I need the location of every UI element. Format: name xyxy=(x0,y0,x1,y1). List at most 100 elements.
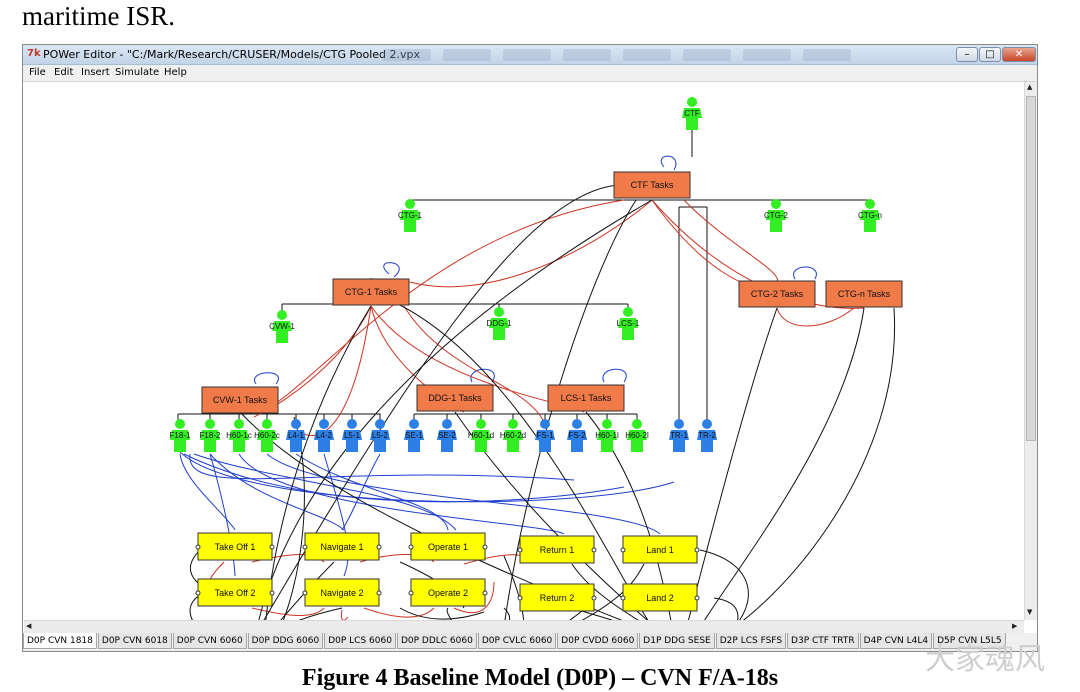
menu-file[interactable]: File xyxy=(29,67,46,78)
operator-h60-1d[interactable]: H60-1d xyxy=(468,419,494,452)
agent-ctg1[interactable]: CTG-1 xyxy=(398,199,423,232)
operator-f18-2[interactable]: F18-2 xyxy=(200,419,221,452)
taskbar-ghost xyxy=(383,49,431,61)
activity-operate-2[interactable]: Operate 2 xyxy=(408,578,488,607)
activity-return-2[interactable]: Return 2 xyxy=(517,583,597,612)
operator-l4-2[interactable]: L4-2 xyxy=(314,419,334,452)
task-box[interactable] xyxy=(201,386,279,414)
title-bar[interactable]: 7k POWer Editor - "C:/Mark/Research/CRUS… xyxy=(23,45,1037,65)
model-tab[interactable]: D5P CVN L5L5 xyxy=(933,633,1006,649)
node-label: CTG-1 Tasks xyxy=(345,287,398,297)
model-tab[interactable]: D0P CVN 6060 xyxy=(172,633,247,649)
activity-return-1[interactable]: Return 1 xyxy=(517,535,597,564)
minimize-button[interactable]: – xyxy=(956,47,978,62)
activity-navigate-1[interactable]: Navigate 1 xyxy=(302,532,382,561)
agent-ctg2[interactable]: CTG-2 xyxy=(764,199,789,232)
task-box[interactable] xyxy=(613,171,691,199)
task-box[interactable] xyxy=(738,280,816,308)
task-node-lcs1-tasks[interactable]: LCS-1 Tasks xyxy=(547,384,625,412)
agent-body xyxy=(618,318,638,340)
agent-head xyxy=(602,419,612,429)
horizontal-scrollbar[interactable]: ◀ ▶ xyxy=(24,620,1024,633)
operator-h60-2d[interactable]: H60-2d xyxy=(500,419,526,452)
task-node-ctgn-tasks[interactable]: CTG-n Tasks xyxy=(825,280,903,308)
activity-box[interactable] xyxy=(197,532,273,561)
task-box[interactable] xyxy=(416,384,494,412)
vertical-scrollbar[interactable]: ▲ ▼ xyxy=(1024,82,1037,620)
activity-take-off-1[interactable]: Take Off 1 xyxy=(195,532,275,561)
scroll-down-icon[interactable]: ▼ xyxy=(1027,608,1033,616)
scroll-right-icon[interactable]: ▶ xyxy=(1012,622,1018,630)
model-tab[interactable]: D4P CVN L4L4 xyxy=(859,633,933,649)
agent-cvw1[interactable]: CVW-1 xyxy=(269,310,295,343)
operator-f18-1[interactable]: F18-1 xyxy=(170,419,191,452)
operator-fs-2[interactable]: FS-2 xyxy=(567,419,587,452)
operator-h60-1c[interactable]: H60-1c xyxy=(226,419,252,452)
model-tab[interactable]: D0P CVN 6018 xyxy=(97,633,172,649)
menu-help[interactable]: Help xyxy=(164,67,187,78)
node-label: Take Off 1 xyxy=(215,542,256,552)
port xyxy=(517,595,523,601)
agent-ddg1[interactable]: DDG-1 xyxy=(487,307,512,340)
task-box[interactable] xyxy=(825,280,903,308)
node-label: CTG-1 xyxy=(398,211,423,220)
activity-box[interactable] xyxy=(622,583,698,612)
task-node-ctg1-tasks[interactable]: CTG-1 Tasks xyxy=(332,278,410,306)
menu-edit[interactable]: Edit xyxy=(54,67,74,78)
model-tab[interactable]: D0P CVDD 6060 xyxy=(557,633,639,649)
operator-l5-2[interactable]: L5-2 xyxy=(370,419,390,452)
model-tab[interactable]: D1P DDG SESE xyxy=(639,633,715,649)
vertical-scroll-thumb[interactable] xyxy=(1026,96,1036,441)
activity-take-off-2[interactable]: Take Off 2 xyxy=(195,578,275,607)
link-curve xyxy=(209,453,236,577)
operator-l4-1[interactable]: L4-1 xyxy=(286,419,306,452)
activity-box[interactable] xyxy=(410,532,486,561)
operator-fs-1[interactable]: FS-1 xyxy=(535,419,555,452)
task-node-ddg1-tasks[interactable]: DDG-1 Tasks xyxy=(416,384,494,412)
operator-h60-1l[interactable]: H60-1l xyxy=(595,419,619,452)
operator-tr-2[interactable]: TR-2 xyxy=(697,419,717,452)
close-button[interactable]: ✕ xyxy=(1002,47,1036,62)
operator-se-1[interactable]: SE-1 xyxy=(404,419,424,452)
menu-insert[interactable]: Insert xyxy=(81,67,110,78)
model-tab[interactable]: D0P DDLC 6060 xyxy=(396,633,477,649)
activity-box[interactable] xyxy=(304,578,380,607)
model-tab[interactable]: D0P CVLC 6060 xyxy=(477,633,557,649)
model-tab[interactable]: D0P LCS 6060 xyxy=(324,633,396,649)
model-tab[interactable]: D0P DDG 6060 xyxy=(247,633,324,649)
operator-l5-1[interactable]: L5-1 xyxy=(342,419,362,452)
operator-tr-1[interactable]: TR-1 xyxy=(669,419,689,452)
agent-ctf[interactable]: CTF xyxy=(682,97,702,130)
operator-se-2[interactable]: SE-2 xyxy=(437,419,457,452)
node-label: L5-1 xyxy=(344,431,361,440)
scroll-up-icon[interactable]: ▲ xyxy=(1027,83,1033,91)
agent-lcs1[interactable]: LCS-1 xyxy=(617,307,640,340)
agent-head xyxy=(291,419,301,429)
agent-head xyxy=(442,419,452,429)
maximize-button[interactable]: □ xyxy=(979,47,1001,62)
model-tab[interactable]: D3P CTF TRTR xyxy=(787,633,859,649)
activity-box[interactable] xyxy=(304,532,380,561)
task-node-cvw1-tasks[interactable]: CVW-1 Tasks xyxy=(201,386,279,414)
model-tab[interactable]: D2P LCS FSFS xyxy=(715,633,787,649)
port xyxy=(302,544,308,550)
task-box[interactable] xyxy=(332,278,410,306)
operator-h60-2c[interactable]: H60-2c xyxy=(254,419,280,452)
node-label: CTG-2 xyxy=(764,211,789,220)
node-label: H60-2c xyxy=(254,431,280,440)
task-box[interactable] xyxy=(547,384,625,412)
menu-simulate[interactable]: Simulate xyxy=(115,67,160,78)
scroll-left-icon[interactable]: ◀ xyxy=(26,622,32,630)
activity-operate-1[interactable]: Operate 1 xyxy=(408,532,488,561)
operator-h60-2l[interactable]: H60-2l xyxy=(625,419,649,452)
activity-navigate-2[interactable]: Navigate 2 xyxy=(302,578,382,607)
agent-ctgn[interactable]: CTG-n xyxy=(858,199,882,232)
activity-land-2[interactable]: Land 2 xyxy=(620,583,700,612)
task-node-ctg2-tasks[interactable]: CTG-2 Tasks xyxy=(738,280,816,308)
activity-box[interactable] xyxy=(410,578,486,607)
activity-land-1[interactable]: Land 1 xyxy=(620,535,700,564)
model-tab[interactable]: D0P CVN 1818 xyxy=(23,633,97,649)
task-node-ctf-tasks[interactable]: CTF Tasks xyxy=(613,171,691,199)
agent-body xyxy=(272,321,292,343)
